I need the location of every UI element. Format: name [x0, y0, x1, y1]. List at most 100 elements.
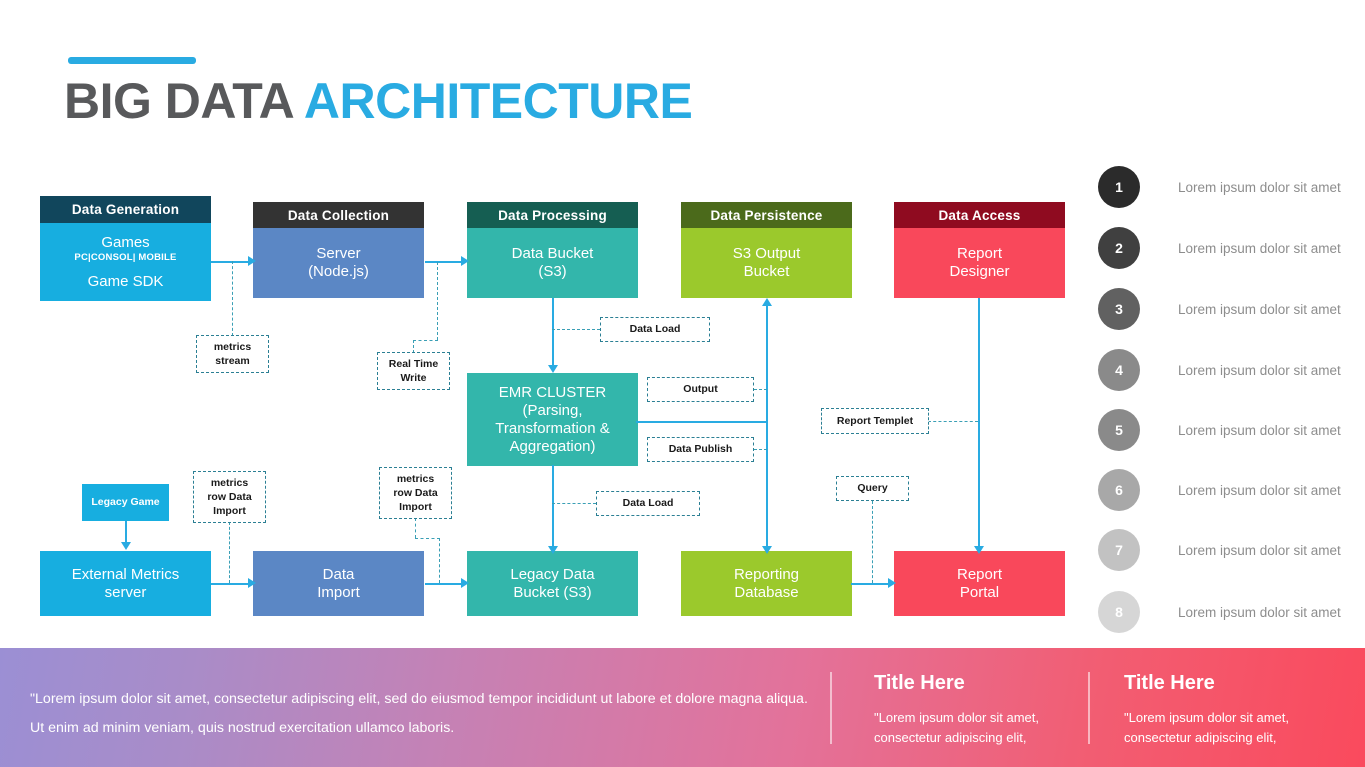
tag-metrics-row-data-import-1[interactable]: metrics row Data Import	[193, 471, 266, 523]
banner-col1-title: Title Here	[874, 672, 965, 694]
tag-data-load-top[interactable]: Data Load	[600, 317, 710, 342]
reporting-db-line2: Database	[734, 583, 799, 601]
data-import-line2: Import	[317, 583, 360, 601]
generation-gamesdk-label: Game SDK	[87, 272, 164, 290]
list-text-6: Lorem ipsum dolor sit amet	[1178, 482, 1341, 498]
connector-generation-to-server	[211, 261, 251, 263]
banner-col2-title: Title Here	[1124, 672, 1215, 694]
data-import-line1: Data	[322, 565, 355, 583]
list-item-7[interactable]: 7 Lorem ipsum dolor sit amet	[1098, 529, 1341, 571]
node-report-portal[interactable]: Report Portal	[894, 551, 1065, 616]
list-text-3: Lorem ipsum dolor sit amet	[1178, 301, 1341, 317]
connector-spine-up	[766, 300, 768, 422]
connector-emr-to-spine	[636, 421, 767, 423]
list-item-3[interactable]: 3 Lorem ipsum dolor sit amet	[1098, 288, 1341, 330]
column-body-data-generation: Games PC|CONSOL| MOBILE Game SDK	[40, 223, 211, 301]
list-text-1: Lorem ipsum dolor sit amet	[1178, 179, 1341, 195]
legacy-bucket-line2: Bucket (S3)	[513, 583, 592, 601]
arrow-dataimport-to-legacybucket	[461, 578, 469, 588]
list-number-1: 1	[1098, 166, 1140, 208]
column-header-data-generation: Data Generation	[40, 196, 211, 223]
legacy-bucket-line1: Legacy Data	[510, 565, 595, 583]
connector-legacygame-to-metrics	[125, 521, 127, 546]
column-data-collection[interactable]: Data Collection Server (Node.js)	[253, 202, 424, 298]
generation-games-label: Games	[101, 233, 150, 251]
dashed-metrics-stream	[232, 261, 233, 336]
list-item-1[interactable]: 1 Lorem ipsum dolor sit amet	[1098, 166, 1341, 208]
page-title: BIG DATA ARCHITECTURE	[64, 72, 693, 130]
list-number-5: 5	[1098, 409, 1140, 451]
processing-line2: (S3)	[538, 263, 567, 280]
dashed-output-to-spine	[749, 389, 767, 390]
generation-platforms-label: PC|CONSOL| MOBILE	[74, 252, 177, 264]
arrow-metrics-to-dataimport	[248, 578, 256, 588]
list-number-2: 2	[1098, 227, 1140, 269]
banner-divider-2	[1088, 672, 1090, 744]
dashed-realtime-write-h	[413, 340, 438, 341]
node-emr-cluster[interactable]: EMR CLUSTER (Parsing, Transformation & A…	[467, 373, 638, 466]
arrow-reportingdb-to-portal	[888, 578, 896, 588]
emr-line3: Transformation &	[495, 419, 610, 437]
list-number-7: 7	[1098, 529, 1140, 571]
list-number-4: 4	[1098, 349, 1140, 391]
list-item-8[interactable]: 8 Lorem ipsum dolor sit amet	[1098, 591, 1341, 633]
dashed-datapublish-to-spine	[749, 449, 767, 450]
banner-col1-text: "Lorem ipsum dolor sit amet, consectetur…	[874, 710, 1040, 746]
node-legacy-game[interactable]: Legacy Game	[82, 484, 169, 521]
bottom-banner: "Lorem ipsum dolor sit amet, consectetur…	[0, 648, 1365, 767]
page-title-part1: BIG DATA	[64, 73, 304, 129]
tag-output[interactable]: Output	[647, 377, 754, 402]
dashed-metricsrow-2-v1	[415, 518, 416, 538]
column-data-processing[interactable]: Data Processing Data Bucket (S3)	[467, 202, 638, 298]
list-item-2[interactable]: 2 Lorem ipsum dolor sit amet	[1098, 227, 1341, 269]
list-item-5[interactable]: 5 Lorem ipsum dolor sit amet	[1098, 409, 1341, 451]
tag-metrics-row-data-import-2[interactable]: metrics row Data Import	[379, 467, 452, 519]
list-item-6[interactable]: 6 Lorem ipsum dolor sit amet	[1098, 469, 1341, 511]
access-line2: Designer	[949, 263, 1010, 280]
dashed-query-down	[872, 501, 873, 583]
column-data-access[interactable]: Data Access Report Designer	[894, 202, 1065, 298]
external-metrics-line2: server	[104, 583, 147, 601]
tag-real-time-write[interactable]: Real Time Write	[377, 352, 450, 390]
column-data-generation[interactable]: Data Generation Games PC|CONSOL| MOBILE …	[40, 196, 211, 301]
node-external-metrics-server[interactable]: External Metrics server	[40, 551, 211, 616]
tag-query[interactable]: Query	[836, 476, 909, 501]
dashed-metricsrow-2-v2	[439, 538, 440, 583]
dashed-realtime-write-v1	[437, 262, 438, 340]
dashed-reporttemplet-to-spine	[928, 421, 978, 422]
list-number-6: 6	[1098, 469, 1140, 511]
connector-metrics-to-dataimport	[211, 583, 251, 585]
list-text-5: Lorem ipsum dolor sit amet	[1178, 422, 1341, 438]
column-body-data-access: Report Designer	[894, 228, 1065, 298]
tag-report-templet[interactable]: Report Templet	[821, 408, 929, 434]
arrow-generation-to-server	[248, 256, 256, 266]
collection-line2: (Node.js)	[308, 263, 369, 280]
page-title-part2: ARCHITECTURE	[303, 73, 693, 129]
emr-line4: Aggregation)	[509, 437, 596, 455]
banner-divider-1	[830, 672, 832, 744]
emr-line1: EMR CLUSTER	[498, 383, 607, 401]
column-body-data-collection: Server (Node.js)	[253, 228, 424, 298]
banner-paragraph: "Lorem ipsum dolor sit amet, consectetur…	[30, 685, 810, 743]
list-item-4[interactable]: 4 Lorem ipsum dolor sit amet	[1098, 349, 1341, 391]
tag-data-publish[interactable]: Data Publish	[647, 437, 754, 462]
arrow-designer-to-portal	[974, 546, 984, 554]
title-accent-bar	[68, 57, 196, 64]
node-legacy-data-bucket[interactable]: Legacy Data Bucket (S3)	[467, 551, 638, 616]
tag-data-load-bottom[interactable]: Data Load	[596, 491, 700, 516]
banner-paragraph-line2: Ut enim ad minim veniam, quis nostrud ex…	[30, 720, 455, 737]
arrow-bucket-to-emr	[548, 365, 558, 373]
dashed-metricsrow-1	[229, 522, 230, 583]
connector-server-to-bucket	[425, 261, 465, 263]
dashed-metricsrow-2-h	[415, 538, 440, 539]
column-data-persistence[interactable]: Data Persistence S3 Output Bucket	[681, 202, 852, 298]
node-reporting-database[interactable]: Reporting Database	[681, 551, 852, 616]
list-text-8: Lorem ipsum dolor sit amet	[1178, 604, 1341, 620]
tag-metrics-stream[interactable]: metrics stream	[196, 335, 269, 373]
connector-designer-to-portal	[978, 298, 980, 549]
arrow-emr-to-legacy-bucket	[548, 546, 558, 554]
arrow-spine-to-s3-output	[762, 298, 772, 306]
arrow-legacygame-to-metrics	[121, 542, 131, 550]
node-data-import[interactable]: Data Import	[253, 551, 424, 616]
column-header-data-persistence: Data Persistence	[681, 202, 852, 228]
